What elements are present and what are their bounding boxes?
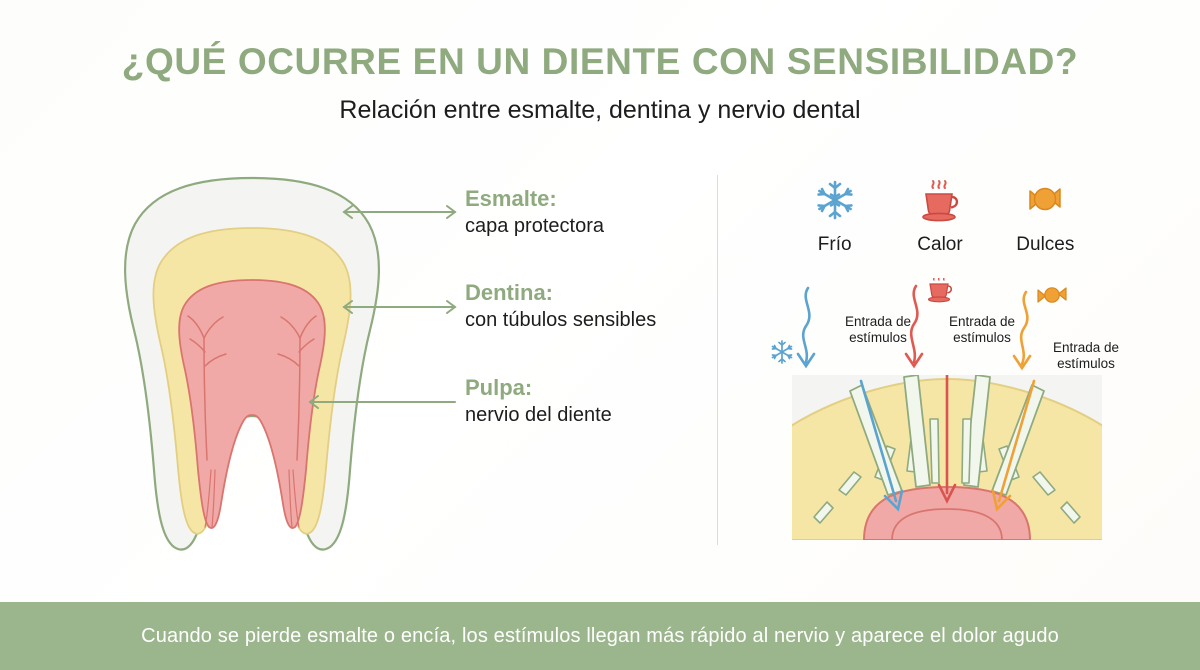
page-subtitle: Relación entre esmalte, dentina y nervio… (339, 95, 861, 124)
entry-label-dulces-l1: Entrada de (1052, 340, 1120, 355)
stimuli-icon-row: Frío Calor (740, 174, 1140, 256)
pulp-layer (178, 279, 326, 529)
stimulus-mini-icons (771, 278, 1067, 364)
entry-label-frio: Entrada de estímulos (832, 314, 924, 347)
label-connector-arrows (308, 205, 457, 409)
entry-label-calor-l2: estímulos (953, 330, 1011, 346)
stimulus-calor-label: Calor (917, 234, 963, 255)
mini-candy-icon (1037, 287, 1067, 303)
arrow-heat-penetrating (937, 375, 957, 504)
entry-label-frio-l2: estímulos (849, 330, 907, 346)
panel-divider (717, 175, 718, 545)
entry-label-calor-l1: Entrada de (948, 314, 1016, 329)
page-title: ¿QUÉ OCURRE EN UN DIENTE CON SENSIBILIDA… (121, 41, 1079, 82)
entry-label-dulces-l2: estímulos (1057, 356, 1115, 372)
pulp-inner-arc (891, 508, 1003, 540)
wavy-arrow-sweets (1012, 290, 1032, 371)
root-canal-lines (204, 469, 300, 528)
label-pulpa: Pulpa: nervio del diente (465, 375, 612, 427)
entry-label-group: Entrada de estímulos Entrada de estímulo… (740, 160, 1200, 410)
mini-hot-cup-icon (927, 278, 953, 303)
stimulus-dulces-label: Dulces (1016, 234, 1075, 255)
arrow-cold-penetrating (859, 379, 904, 512)
tubule-cross-section-diagram (792, 375, 1102, 540)
tooth-anatomy-panel: Esmalte: capa protectora Dentina: con tú… (0, 160, 716, 560)
header: ¿QUÉ OCURRE EN UN DIENTE CON SENSIBILIDA… (0, 41, 1200, 124)
wavy-arrow-heat (904, 284, 924, 369)
stimulus-wavy-arrows (796, 284, 1032, 371)
tooth-cross-section-diagram (124, 176, 380, 551)
label-esmalte-title: Esmalte: (465, 186, 557, 211)
snowflake-icon (782, 174, 887, 226)
banner-text: Cuando se pierde esmalte o encía, los es… (141, 624, 1059, 647)
stimulus-dulces: Dulces (993, 174, 1098, 256)
arrow-sweets-penetrating (991, 379, 1036, 512)
hot-cup-icon (887, 174, 992, 226)
bottom-banner: Cuando se pierde esmalte o encía, los es… (0, 602, 1200, 670)
candy-icon (993, 174, 1098, 226)
label-dentina-desc: con túbulos sensibles (465, 309, 657, 332)
stimulus-calor: Calor (887, 174, 992, 256)
stimulus-frio-label: Frío (817, 234, 852, 255)
tubule-mid-lines (929, 418, 972, 484)
cup-handle (950, 195, 959, 209)
mini-snowflake-icon (771, 340, 793, 364)
label-esmalte: Esmalte: capa protectora (465, 186, 604, 238)
nerve-branches-right (277, 315, 317, 461)
candy-center (1034, 187, 1057, 211)
stimulus-frio: Frío (782, 174, 887, 256)
label-dentina-title: Dentina: (465, 280, 553, 305)
stimuli-panel: Frío Calor (740, 160, 1200, 560)
wavy-arrow-cold (796, 286, 816, 369)
cup-saucer (922, 212, 956, 222)
label-pulpa-desc: nervio del diente (465, 404, 612, 427)
label-esmalte-desc: capa protectora (465, 215, 604, 238)
entry-label-calor: Entrada de estímulos (936, 314, 1028, 347)
nerve-branches-left (187, 315, 227, 461)
entry-label-dulces: Entrada de estímulos (1040, 340, 1132, 373)
label-pulpa-title: Pulpa: (465, 375, 533, 400)
entry-label-frio-l1: Entrada de (844, 314, 912, 329)
label-dentina: Dentina: con túbulos sensibles (465, 280, 656, 332)
